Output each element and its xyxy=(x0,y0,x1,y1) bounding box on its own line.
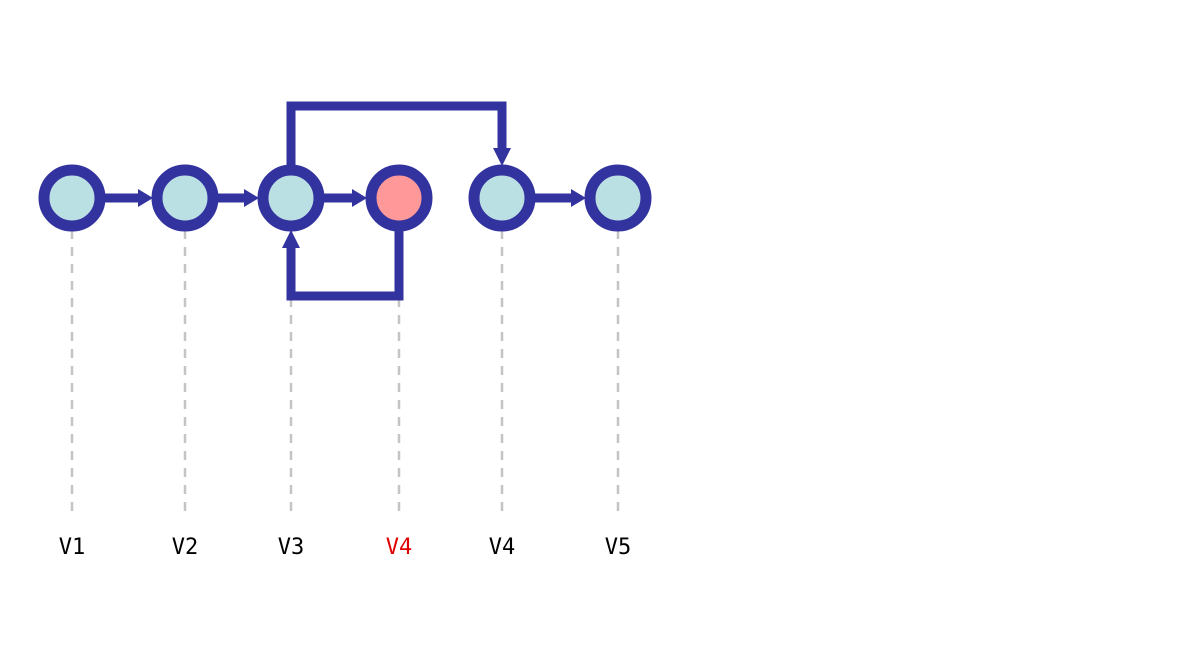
edges xyxy=(100,101,586,301)
node-labels: V1 V2 V3 V4 V4 V5 xyxy=(59,535,632,560)
node-label: V3 xyxy=(278,535,305,560)
arrowhead xyxy=(493,148,511,166)
arrowhead xyxy=(138,189,153,207)
arrowhead xyxy=(571,189,586,207)
node xyxy=(584,164,652,232)
arrowhead xyxy=(282,230,300,248)
node xyxy=(468,164,536,232)
node-label: V2 xyxy=(172,535,199,560)
edge-loop-below xyxy=(286,226,404,301)
arrowhead xyxy=(244,189,259,207)
nodes xyxy=(38,164,652,232)
edge-loop-above xyxy=(286,101,507,170)
node-label: V1 xyxy=(59,535,86,560)
node-label: V4 xyxy=(386,535,413,560)
node xyxy=(257,164,325,232)
arrowhead xyxy=(352,189,367,207)
node xyxy=(38,164,106,232)
node-label: V4 xyxy=(489,535,516,560)
node-label: V5 xyxy=(605,535,632,560)
node xyxy=(151,164,219,232)
guide-lines xyxy=(70,230,620,512)
node-highlighted xyxy=(365,164,433,232)
